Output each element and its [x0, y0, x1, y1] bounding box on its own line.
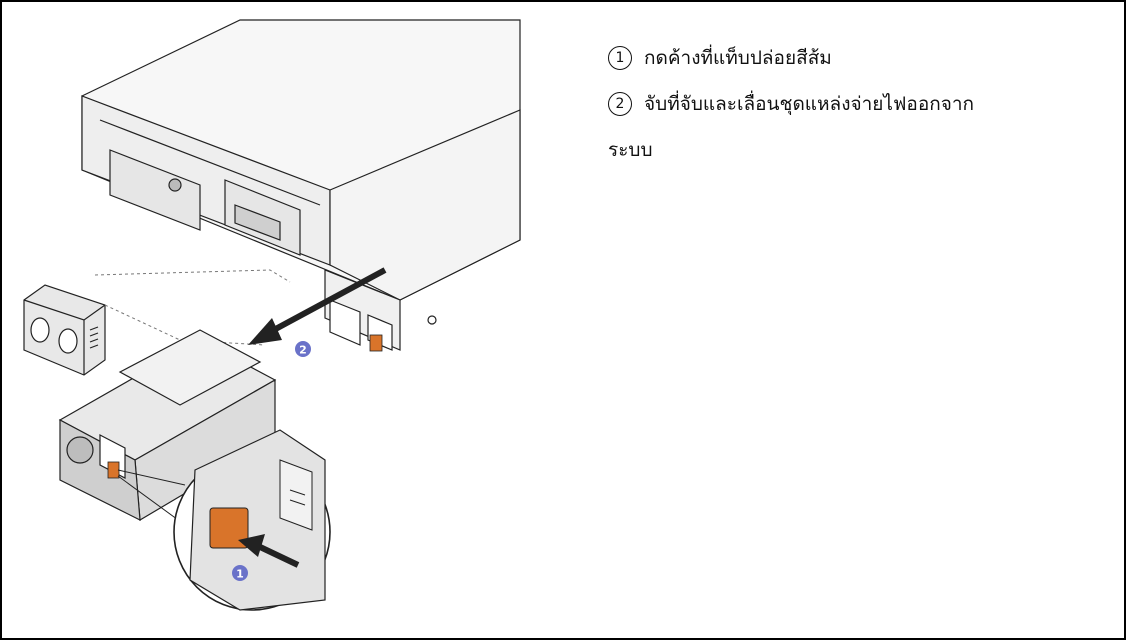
zoom-connector — [117, 469, 186, 526]
step-text-2-wrap: จับที่จับและเลื่อนชุดแหล่งจ่ายไฟออกจาก ร… — [608, 90, 1108, 164]
zoom-detail-circle — [173, 429, 331, 611]
step-number-2: 2 — [608, 92, 632, 116]
press-arrow — [256, 543, 300, 568]
step-number-1: 1 — [608, 46, 632, 70]
power-supply-unit — [58, 329, 277, 522]
step-1: 1 กดค้างที่แท็บปล่อยสีส้ม — [608, 44, 1108, 72]
step-text-2: จับที่จับและเลื่อนชุดแหล่งจ่ายไฟออกจาก — [644, 93, 975, 115]
step-2: 2 จับที่จับและเลื่อนชุดแหล่งจ่ายไฟออกจาก… — [608, 90, 1108, 164]
orange-release-tab-zoom — [209, 507, 249, 549]
svg-text:2: 2 — [299, 344, 307, 357]
server-chassis — [81, 19, 521, 351]
filler-dashed-guide — [94, 269, 291, 346]
psu-filler-cover — [23, 284, 106, 376]
step-text-2-continued: ระบบ — [608, 139, 653, 161]
svg-text:1: 1 — [236, 568, 244, 581]
callout-badge-1: 1 — [232, 565, 248, 581]
orange-release-tab-psu — [107, 461, 120, 479]
psu-removal-illustration: 2 1 — [23, 19, 521, 611]
removal-arrow — [248, 267, 387, 345]
step-text-1: กดค้างที่แท็บปล่อยสีส้ม — [644, 47, 832, 69]
callout-badge-2: 2 — [295, 341, 311, 357]
instruction-steps: 1 กดค้างที่แท็บปล่อยสีส้ม 2 จับที่จับและ… — [608, 44, 1108, 182]
orange-release-tab-chassis — [369, 334, 383, 352]
